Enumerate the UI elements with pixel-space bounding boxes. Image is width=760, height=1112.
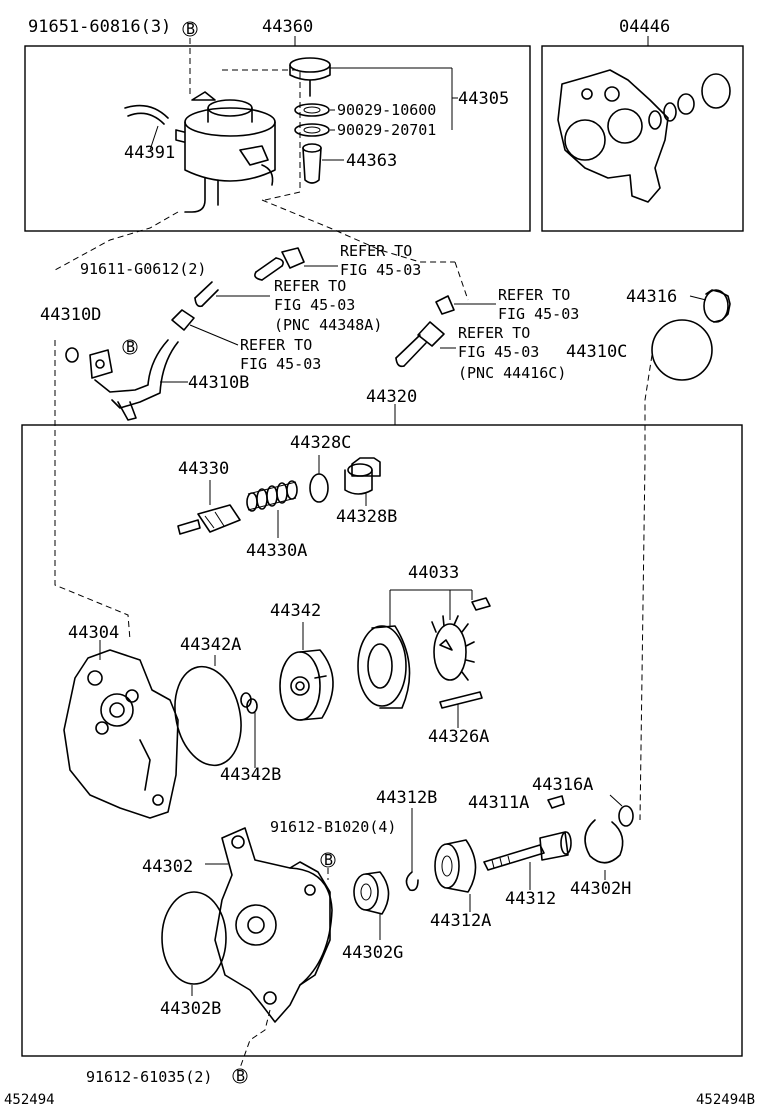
label-44330a: 44330A: [246, 541, 307, 561]
valve-spring-part: [246, 480, 298, 512]
label-90029-10600: 90029-10600: [337, 101, 436, 119]
label-91651-60816: 91651-60816(3): [28, 17, 171, 37]
label-91611-g0612: 91611-G0612(2): [80, 260, 206, 278]
label-44302g: 44302G: [342, 943, 403, 963]
drive-shaft-part: [483, 831, 572, 871]
pulley-gear-part: [703, 289, 731, 323]
oring-44342a-part: [174, 665, 242, 767]
refer-1-line1: REFER TO: [340, 242, 412, 260]
label-44342b: 44342B: [220, 765, 281, 785]
rear-oring-part: [161, 891, 227, 985]
bolt-b-marker-bottom: B: [232, 1067, 248, 1085]
label-44310b: 44310B: [188, 373, 249, 393]
label-44304: 44304: [68, 623, 119, 643]
label-44312a: 44312A: [430, 911, 491, 931]
label-44330: 44330: [178, 459, 229, 479]
label-44363: 44363: [346, 151, 397, 171]
washer-part: [294, 103, 330, 137]
label-91612-b1020: 91612-B1020(4): [270, 818, 396, 836]
label-44305: 44305: [458, 89, 509, 109]
sheet-code-left: 452494: [4, 1092, 55, 1108]
label-44316: 44316: [626, 287, 677, 307]
return-hose-part: [254, 247, 305, 281]
refer-5-line3: (PNC 44416C): [458, 364, 566, 382]
refer-3-line2: FIG 45-03: [240, 355, 321, 373]
label-44320: 44320: [366, 387, 417, 407]
pump-assembly-box: [21, 424, 743, 1057]
marker-letter: B: [126, 338, 135, 356]
bolt-b-marker-union: B: [122, 338, 138, 356]
rotor-part: [431, 615, 475, 681]
label-44328b: 44328B: [336, 507, 397, 527]
label-44360: 44360: [262, 17, 313, 37]
label-90029-20701: 90029-20701: [337, 121, 436, 139]
label-44342: 44342: [270, 601, 321, 621]
marker-letter: B: [186, 20, 195, 38]
label-44033: 44033: [408, 563, 459, 583]
cam-ring-part: [357, 625, 411, 709]
sheet-code-right: 452494B: [696, 1092, 755, 1108]
label-44310d: 44310D: [40, 305, 101, 325]
reservoir-hose-part: [124, 104, 169, 125]
label-44302h: 44302H: [570, 879, 631, 899]
label-44316a: 44316A: [532, 775, 593, 795]
refer-2-line3: (PNC 44348A): [274, 316, 382, 334]
front-bearing-part: [434, 839, 477, 893]
bolt-b-marker-housing: B: [320, 851, 336, 869]
refer-2-line2: FIG 45-03: [274, 296, 355, 314]
refer-2-line1: REFER TO: [274, 277, 346, 295]
label-44310c: 44310C: [566, 342, 627, 362]
front-housing-part: [63, 649, 179, 819]
union-bolt-part: [344, 457, 381, 495]
label-44302b: 44302B: [160, 999, 221, 1019]
shaft-pin-part: [439, 691, 483, 709]
refer-4-line2: FIG 45-03: [498, 305, 579, 323]
rear-housing-part: [214, 827, 333, 1023]
orifice-oring-part: [65, 347, 79, 363]
hose-clip-part: [171, 281, 219, 331]
circlip-part: [584, 819, 624, 864]
suction-hose-part: [395, 295, 455, 368]
pressure-tube-part: [89, 339, 179, 421]
rear-bearing-part: [353, 871, 390, 915]
snap-ring-part: [405, 871, 419, 892]
refer-5-line1: REFER TO: [458, 324, 530, 342]
marker-letter: B: [324, 851, 333, 869]
marker-letter: B: [236, 1067, 245, 1085]
label-44391: 44391: [124, 143, 175, 163]
refer-3-line1: REFER TO: [240, 336, 312, 354]
refer-4-line1: REFER TO: [498, 286, 570, 304]
strainer-part: [302, 143, 322, 184]
label-44312b: 44312B: [376, 788, 437, 808]
woodruff-key-part: [547, 795, 565, 809]
label-44328c: 44328C: [290, 433, 351, 453]
dowel-pin-part: [240, 692, 258, 714]
bolt-b-marker-top: B: [182, 20, 198, 38]
flow-control-valve-part: [177, 504, 241, 535]
side-plate-part: [279, 649, 334, 721]
label-44326a: 44326A: [428, 727, 489, 747]
label-44312: 44312: [505, 889, 556, 909]
reservoir-assembly-box: [24, 45, 531, 232]
oring-44328c-part: [309, 473, 329, 503]
label-44311a: 44311A: [468, 793, 529, 813]
gasket-kit-box: [541, 45, 744, 232]
vane-part: [471, 597, 491, 611]
spacer-part: [618, 805, 634, 827]
reservoir-tank-part: [175, 91, 276, 213]
filler-cap-part: [289, 57, 331, 97]
gasket-kit-part: [557, 69, 731, 203]
label-44302: 44302: [142, 857, 193, 877]
refer-5-line2: FIG 45-03: [458, 343, 539, 361]
oring-44310c-part: [651, 319, 713, 381]
label-44342a: 44342A: [180, 635, 241, 655]
label-91612-61035: 91612-61035(2): [86, 1068, 212, 1086]
label-04446: 04446: [619, 17, 670, 37]
refer-1-line2: FIG 45-03: [340, 261, 421, 279]
